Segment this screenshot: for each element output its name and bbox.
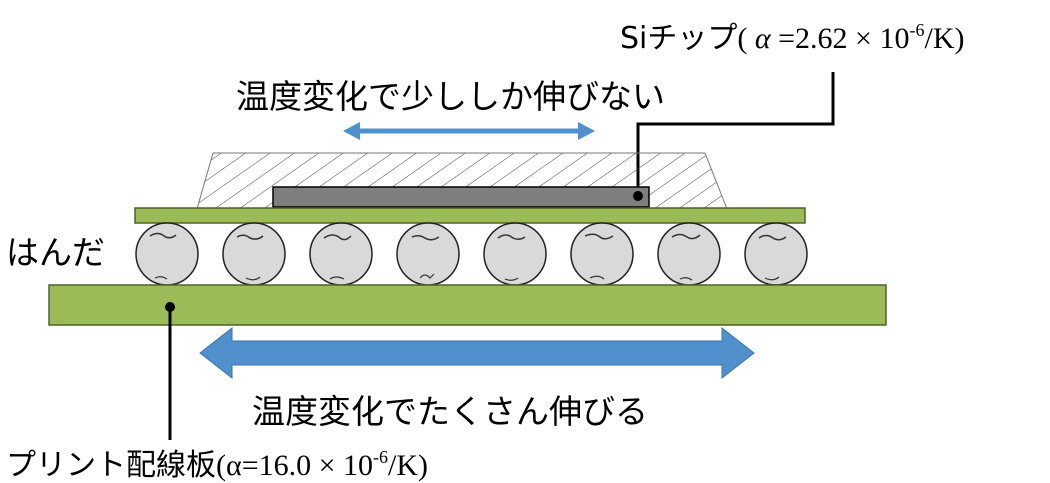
solder-ball xyxy=(396,222,460,286)
large-expansion-arrow xyxy=(199,326,755,380)
chip-alpha-unit: /K) xyxy=(924,22,964,55)
pcb-alpha-exponent: -6 xyxy=(373,447,388,467)
chip-alpha-value: =2.62 × 10 xyxy=(771,22,910,55)
bottom-caption: 温度変化でたくさん伸びる xyxy=(252,392,648,431)
solder-ball xyxy=(657,222,721,286)
chip-alpha-exponent: -6 xyxy=(909,20,924,40)
chip-name: Siチップ xyxy=(620,21,737,56)
solder-ball xyxy=(744,222,808,286)
pcb-name: プリント配線板 xyxy=(6,448,216,483)
printed-circuit-board xyxy=(48,284,887,326)
pcb-alpha-unit: /K) xyxy=(388,449,428,482)
chip-leader-dot xyxy=(633,191,643,201)
package-substrate xyxy=(134,207,806,224)
solder-ball xyxy=(570,222,634,286)
solder-ball xyxy=(135,222,199,286)
chip-label: Siチップ( α =2.62 × 10-6/K) xyxy=(620,20,964,56)
pcb-alpha-value: (α=16.0 × 10 xyxy=(216,449,373,482)
solder-ball xyxy=(483,222,547,286)
pcb-label: プリント配線板(α=16.0 × 10-6/K) xyxy=(6,447,428,483)
small-expansion-arrow xyxy=(343,122,595,140)
top-caption: 温度変化で少ししか伸びない xyxy=(236,77,665,116)
si-chip xyxy=(272,186,650,208)
solder-ball xyxy=(222,222,286,286)
chip-alpha-symbol: α xyxy=(755,22,772,55)
solder-ball xyxy=(309,222,373,286)
solder-ball-row xyxy=(135,222,808,286)
solder-label: はんだ xyxy=(6,233,105,272)
